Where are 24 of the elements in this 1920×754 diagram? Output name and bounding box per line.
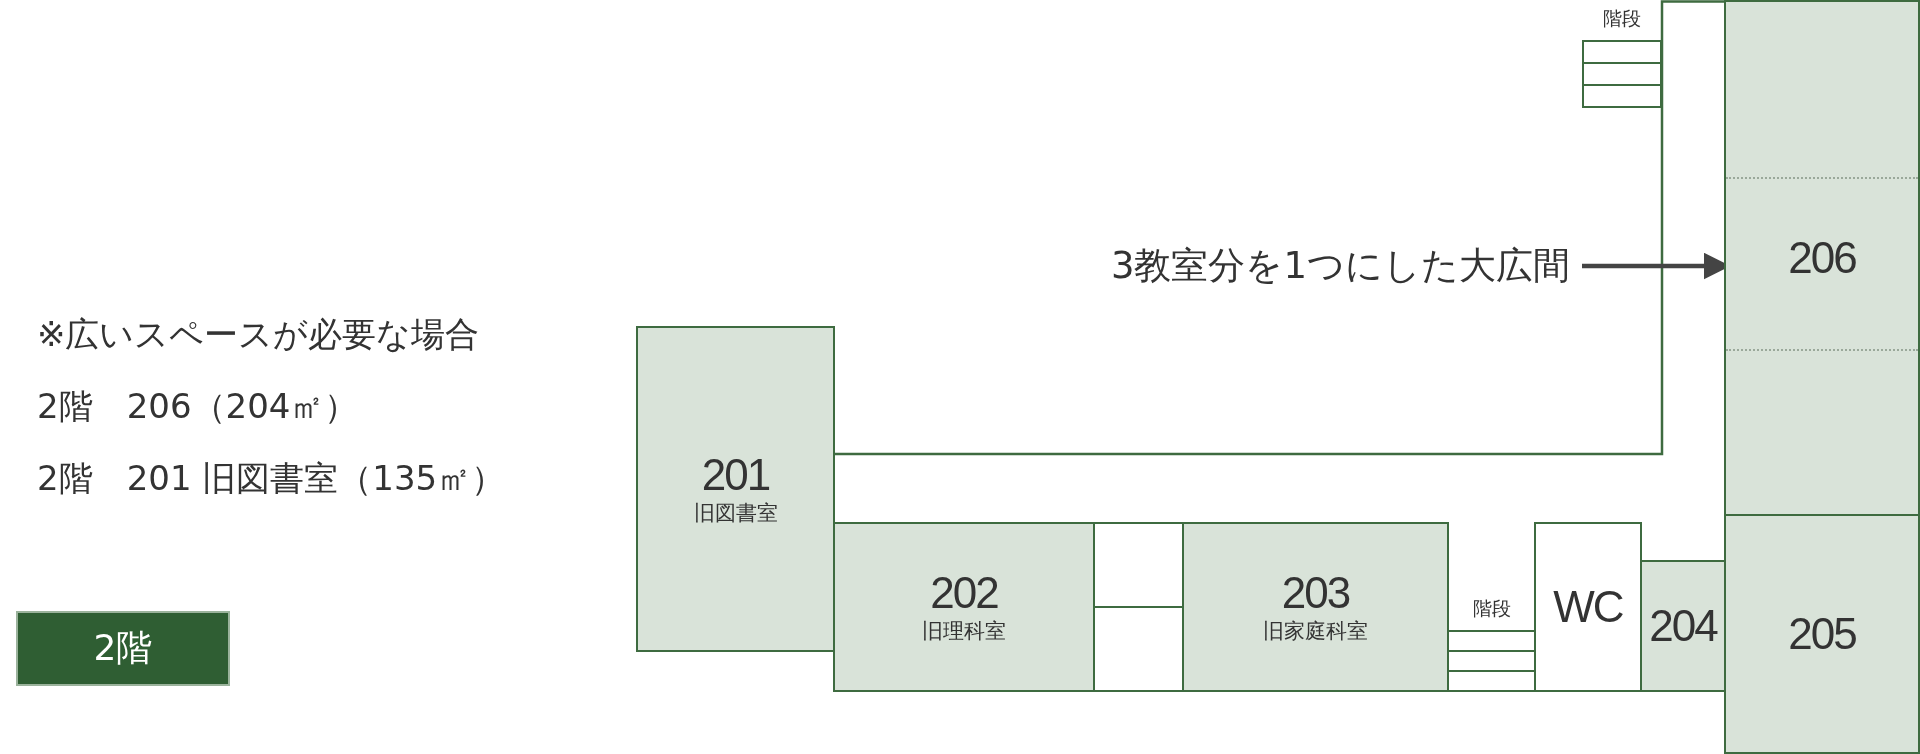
room-number: 203 — [1281, 569, 1350, 618]
room-box — [1724, 0, 1920, 516]
note-text: 2階 206（204㎡） — [37, 385, 359, 428]
note-text: ※広いスペースが必要な場合 — [37, 313, 480, 356]
room-number: WC — [1553, 582, 1623, 632]
room-box — [833, 522, 1095, 692]
room-box — [1724, 514, 1920, 754]
note-text: 2階 201 旧図書室（135㎡） — [37, 457, 506, 500]
room-box — [636, 326, 835, 652]
stairs-label: 階段 — [1471, 596, 1512, 621]
room-number: 201 — [701, 451, 770, 500]
room-number: 202 — [930, 569, 998, 618]
room-number: 206 — [1788, 233, 1856, 283]
room-number: 205 — [1788, 609, 1856, 659]
stairs-label: 階段 — [1602, 6, 1642, 31]
room-box — [1534, 522, 1642, 692]
room-name: 旧図書室 — [693, 499, 778, 527]
floor-badge: 2階 — [16, 611, 230, 686]
room-number: 204 — [1649, 601, 1717, 651]
room-name: 旧家庭科室 — [1263, 617, 1368, 645]
room-name: 旧理科室 — [922, 617, 1006, 645]
callout-text: 3教室分を1つにした大広間 — [1070, 240, 1570, 292]
room-box — [1640, 560, 1726, 692]
room-box — [1182, 522, 1449, 692]
